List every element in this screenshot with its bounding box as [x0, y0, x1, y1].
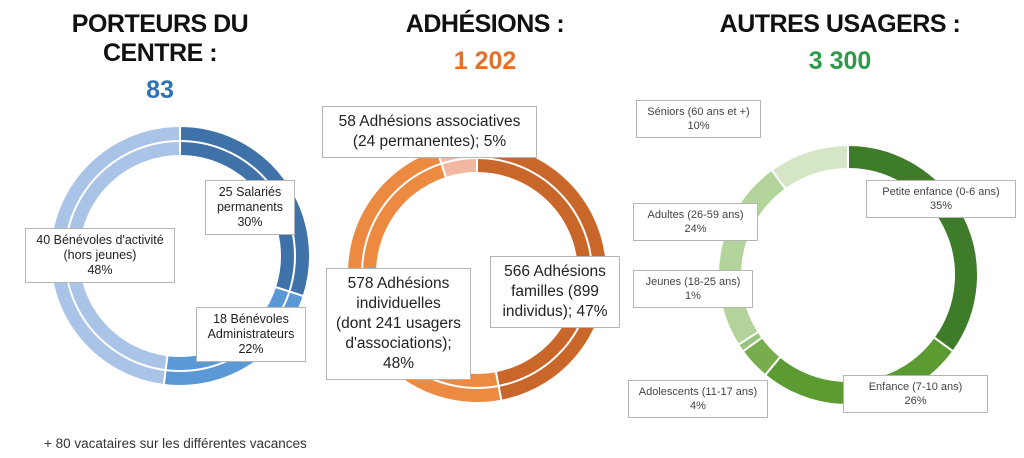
label-line: 18 Bénévoles — [213, 312, 289, 326]
chart-1-label-salaries: 25 Salariés permanents 30% — [205, 180, 295, 235]
chart-3-title: AUTRES USAGERS : — [719, 10, 961, 38]
chart-2-label-familles: 566 Adhésions familles (899 individus); … — [490, 256, 620, 328]
label-line: 1% — [685, 290, 701, 302]
chart-2-slice-1 — [476, 141, 608, 402]
label-line: 48% — [87, 263, 113, 277]
label-line: 4% — [690, 400, 706, 412]
chart-3-label-adultes: Adultes (26-59 ans) 24% — [633, 203, 758, 241]
label-line: 30% — [237, 215, 263, 229]
chart-2-header: ADHÉSIONS : 1 202 — [360, 10, 610, 76]
label-line: 22% — [238, 342, 264, 356]
chart-2-label-individuelles: 578 Adhésions individuelles (dont 241 us… — [326, 268, 471, 380]
label-line: 35% — [929, 200, 953, 212]
chart-2-label-associatives: 58 Adhésions associatives (24 permanente… — [322, 106, 537, 158]
chart-1-total: 83 — [146, 76, 174, 104]
label-line: Petite enfance (0-6 ans) — [882, 186, 1000, 198]
chart-1-label-benevoles: 40 Bénévoles d'activité (hors jeunes) 48… — [25, 228, 175, 283]
chart-2-title: ADHÉSIONS : — [405, 10, 565, 38]
label-line: 58 Adhésions associatives — [338, 113, 521, 130]
label-line: d'associations); — [345, 335, 452, 352]
chart-3-label-adolescents: Adolescents (11-17 ans) 4% — [628, 380, 768, 418]
chart-3-slice-5 — [717, 168, 788, 347]
chart-3-slice-6 — [770, 143, 849, 191]
chart-3-label-enfance: Enfance (7-10 ans) 26% — [843, 375, 988, 413]
chart-3-header: AUTRES USAGERS : 3 300 — [700, 10, 980, 76]
chart-3-total: 3 300 — [808, 47, 872, 75]
chart-1-label-administrateurs: 18 Bénévoles Administrateurs 22% — [196, 307, 306, 362]
label-line: Jeunes (18-25 ans) — [645, 276, 741, 288]
label-line: Adolescents (11-17 ans) — [638, 386, 758, 398]
footnote: + 80 vacataires sur les différentes vaca… — [44, 436, 307, 451]
chart-3-label-jeunes: Jeunes (18-25 ans) 1% — [633, 270, 753, 308]
chart-3-label-petite-enfance: Petite enfance (0-6 ans) 35% — [866, 180, 1016, 218]
chart-2-total: 1 202 — [453, 47, 517, 75]
label-line: 26% — [904, 395, 927, 407]
label-line: 10% — [687, 120, 710, 132]
label-line: permanents — [216, 200, 283, 214]
chart-3-slice-1 — [847, 143, 979, 353]
label-line: Enfance (7-10 ans) — [868, 381, 963, 393]
chart-1-header: PORTEURS DU CENTRE : 83 — [20, 10, 300, 105]
label-line: 48% — [382, 355, 415, 372]
chart-3-label-seniors: Séniors (60 ans et +) 10% — [636, 100, 761, 138]
label-line: 25 Salariés — [218, 185, 282, 199]
label-line: 24% — [684, 223, 707, 235]
label-line: Séniors (60 ans et +) — [647, 106, 750, 118]
label-line: (hors jeunes) — [63, 248, 137, 262]
label-line: 566 Adhésions — [504, 263, 606, 280]
chart-1-slice-3 — [49, 124, 181, 387]
label-line: Adultes (26-59 ans) — [647, 209, 744, 221]
label-line: (24 permanentes); 5% — [352, 133, 507, 150]
label-line: individus); 47% — [502, 303, 608, 320]
label-line: Administrateurs — [207, 327, 295, 341]
label-line: 40 Bénévoles d'activité — [36, 233, 164, 247]
label-line: (dont 241 usagers — [336, 315, 461, 332]
chart-1-title: PORTEURS DU CENTRE : — [71, 10, 249, 67]
label-line: individuelles — [356, 295, 441, 312]
label-line: familles (899 — [511, 283, 599, 300]
label-line: 578 Adhésions — [347, 275, 450, 292]
